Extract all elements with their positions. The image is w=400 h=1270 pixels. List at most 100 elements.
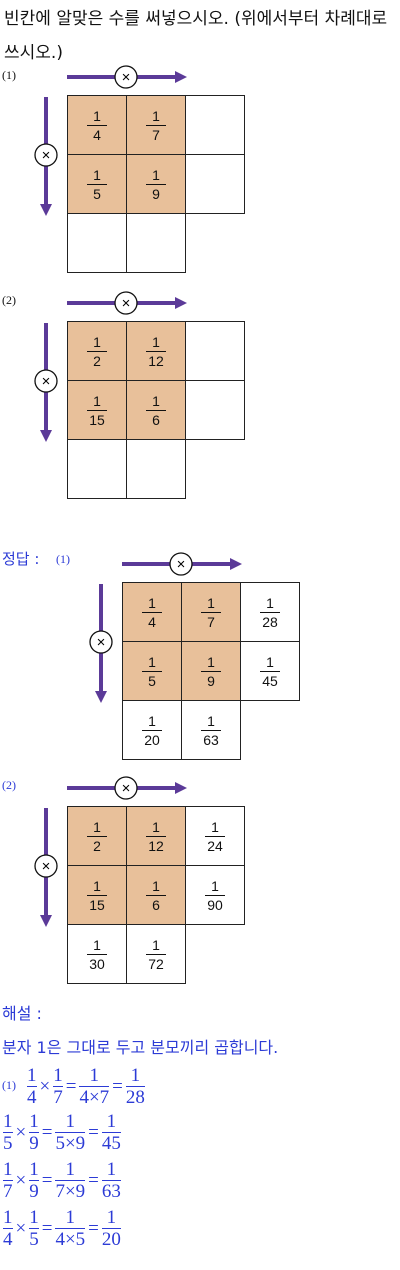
- denominator: 7: [3, 1181, 13, 1202]
- numerator: 1: [65, 1207, 76, 1228]
- denominator: 90: [207, 896, 223, 913]
- denominator: 45: [101, 1133, 121, 1154]
- fraction-bar: [87, 350, 107, 352]
- numerator: 1: [93, 166, 101, 183]
- denominator: 72: [148, 955, 164, 972]
- times-sign: ×: [15, 1169, 27, 1191]
- grid-cell[interactable]: [185, 95, 245, 155]
- equals-sign: =: [88, 1217, 99, 1239]
- denominator: 9: [29, 1133, 39, 1154]
- numerator: 1: [152, 818, 160, 835]
- denominator: 5: [93, 185, 101, 202]
- numerator: 1: [148, 712, 156, 729]
- denominator: 9: [152, 185, 160, 202]
- figure-1-label: (1): [2, 68, 16, 82]
- denominator: 12: [148, 837, 164, 854]
- problem-text: 빈칸에 알맞은 수를 써넣으시오. (위에서부터 차례대로 쓰시오.): [4, 9, 388, 63]
- fraction-bar: [260, 670, 280, 672]
- numerator: 1: [266, 594, 274, 611]
- numerator: 1: [152, 107, 160, 124]
- fraction-bar: [87, 183, 107, 185]
- fraction-bar: [27, 1086, 37, 1087]
- grid-cell[interactable]: [126, 213, 186, 273]
- grid-cell[interactable]: [67, 213, 127, 273]
- numerator: 1: [3, 1207, 13, 1228]
- answer-1-label: (1): [56, 552, 70, 566]
- denominator: 15: [89, 411, 105, 428]
- denominator: 5: [3, 1133, 13, 1154]
- denominator: 63: [101, 1181, 121, 1202]
- grid-cell[interactable]: [185, 380, 245, 440]
- vertical-arrowhead: [95, 691, 107, 703]
- denominator: 7: [53, 1087, 63, 1108]
- grid-cell[interactable]: [126, 439, 186, 499]
- equals-sign: =: [88, 1121, 99, 1143]
- denominator: 7: [152, 126, 160, 143]
- times-icon: ×: [122, 780, 131, 797]
- times-circle-icon: [89, 630, 113, 654]
- denominator: 20: [101, 1229, 121, 1250]
- fraction-bar: [205, 894, 225, 896]
- numerator: 1: [3, 1111, 13, 1132]
- times-circle-icon: [34, 369, 58, 393]
- denominator: 30: [89, 955, 105, 972]
- numerator: 1: [211, 818, 219, 835]
- numerator: 1: [152, 877, 160, 894]
- vertical-arrowhead: [40, 430, 52, 442]
- numerator: 1: [148, 653, 156, 670]
- fraction-bar: [101, 1228, 121, 1229]
- numerator: 1: [211, 877, 219, 894]
- fraction-bar: [142, 729, 162, 731]
- times-circle-icon: [169, 552, 193, 576]
- grid-cell[interactable]: [185, 154, 245, 214]
- fraction-bar: [87, 124, 107, 126]
- numerator: 1: [106, 1111, 117, 1132]
- answer-heading: 정답 :: [2, 550, 40, 568]
- denominator: 9: [207, 672, 215, 689]
- explanation-text: 분자 1은 그대로 두고 분모끼리 곱합니다.: [2, 1038, 279, 1057]
- grid-cell[interactable]: [67, 439, 127, 499]
- fraction-bar: [260, 611, 280, 613]
- fraction-bar: [29, 1228, 39, 1229]
- times-sign: ×: [15, 1121, 27, 1143]
- fraction-bar: [146, 350, 166, 352]
- grid-cell[interactable]: [185, 321, 245, 381]
- figure-2-label: (2): [2, 293, 16, 307]
- times-icon: ×: [177, 556, 186, 573]
- fraction-bar: [55, 1132, 86, 1133]
- vertical-arrowhead: [40, 204, 52, 216]
- numerator: 1: [152, 333, 160, 350]
- denominator: 2: [93, 837, 101, 854]
- times-circle-icon: [114, 65, 138, 89]
- fraction-bar: [201, 611, 221, 613]
- numerator: 1: [93, 877, 101, 894]
- arrows-layer: ××: [34, 291, 187, 442]
- fraction-bar: [146, 124, 166, 126]
- denominator: 2: [93, 352, 101, 369]
